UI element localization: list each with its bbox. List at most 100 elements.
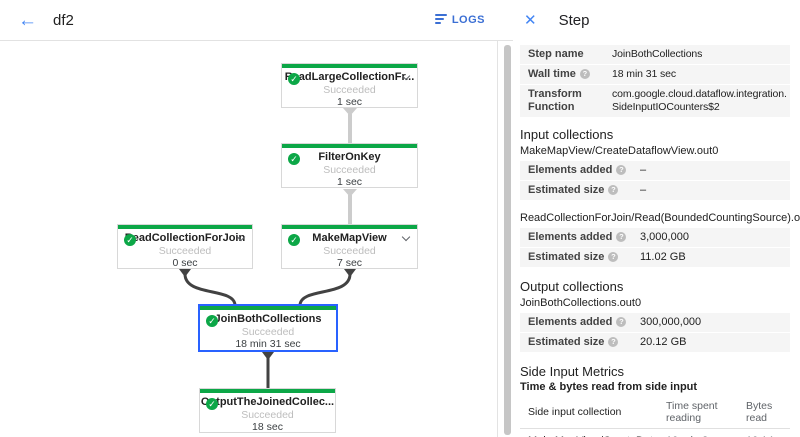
node-time: 1 sec bbox=[336, 96, 363, 108]
graph-node-filter-on-key[interactable]: ✓ FilterOnKey Succeeded 1 sec bbox=[281, 143, 418, 188]
success-check-icon: ✓ bbox=[288, 73, 300, 85]
property-row-transform-function: Transform Function com.google.cloud.data… bbox=[520, 85, 790, 117]
column-header-side-input-collection: Side input collection bbox=[520, 396, 658, 429]
metric-row-elements-added: Elements added? – bbox=[520, 161, 790, 180]
job-graph-canvas[interactable]: ✓ ReadLargeCollectionFr... Succeeded 1 s… bbox=[0, 41, 497, 437]
step-panel-header: ✕ Step bbox=[513, 0, 800, 40]
node-status: Succeeded bbox=[323, 164, 376, 176]
status-accent-bar bbox=[282, 225, 417, 229]
graph-node-make-map-view[interactable]: ✓ MakeMapView Succeeded 7 sec bbox=[281, 224, 418, 269]
output-port-triangle bbox=[262, 352, 274, 360]
help-icon[interactable]: ? bbox=[616, 165, 627, 175]
graph-panel-divider bbox=[497, 41, 498, 437]
help-icon[interactable]: ? bbox=[608, 185, 619, 195]
step-panel-body: Step name JoinBothCollections Wall time?… bbox=[513, 41, 800, 437]
metric-value: – bbox=[640, 164, 647, 176]
node-title: MakeMapView bbox=[312, 232, 387, 244]
metric-value: – bbox=[640, 184, 647, 196]
edge-readjoin-join bbox=[183, 272, 237, 307]
step-panel-title: Step bbox=[558, 11, 590, 29]
node-status: Succeeded bbox=[323, 84, 376, 96]
success-check-icon: ✓ bbox=[206, 398, 218, 410]
collection-name: MakeMapView/CreateDataflowView.out0 bbox=[520, 145, 719, 157]
graph-node-read-large-collection[interactable]: ✓ ReadLargeCollectionFr... Succeeded 1 s… bbox=[281, 63, 418, 108]
help-icon[interactable]: ? bbox=[616, 317, 627, 327]
node-title: FilterOnKey bbox=[318, 151, 381, 163]
property-value: 18 min 31 sec bbox=[612, 68, 677, 80]
close-icon[interactable]: ✕ bbox=[524, 12, 537, 29]
node-status: Succeeded bbox=[323, 245, 376, 257]
status-accent-bar bbox=[200, 389, 335, 393]
node-title: OutputTheJoinedCollec... bbox=[200, 396, 335, 408]
top-bar-left: ← df2 LOGS bbox=[0, 0, 497, 40]
node-status: Succeeded bbox=[158, 245, 212, 257]
job-title: df2 bbox=[53, 11, 74, 29]
output-port-triangle bbox=[343, 108, 357, 116]
side-input-metrics-table: Side input collection Time spent reading… bbox=[520, 396, 790, 437]
success-check-icon: ✓ bbox=[206, 315, 218, 327]
status-accent-bar bbox=[200, 306, 336, 310]
column-header-time-spent-reading: Time spent reading bbox=[658, 396, 738, 429]
step-details-panel: ✕ Step Step name JoinBothCollections Wal… bbox=[513, 0, 800, 437]
node-time: 7 sec bbox=[336, 257, 363, 269]
metric-row-elements-added: Elements added? 300,000,000 bbox=[520, 313, 790, 332]
metric-label: Estimated size? bbox=[528, 336, 640, 349]
help-icon[interactable]: ? bbox=[616, 232, 627, 242]
property-row-step-name: Step name JoinBothCollections bbox=[520, 45, 790, 64]
status-accent-bar bbox=[282, 64, 417, 68]
node-time: 18 min 31 sec bbox=[235, 338, 301, 350]
collection-name: JoinBothCollections.out0 bbox=[520, 297, 642, 309]
help-icon[interactable]: ? bbox=[608, 337, 619, 347]
metric-row-estimated-size: Estimated size? – bbox=[520, 181, 790, 200]
help-icon[interactable]: ? bbox=[608, 252, 619, 262]
property-value: JoinBothCollections bbox=[612, 48, 703, 60]
logs-button[interactable]: LOGS bbox=[434, 14, 485, 26]
status-accent-bar bbox=[118, 225, 252, 229]
side-input-metrics-heading: Side Input Metrics bbox=[520, 364, 625, 379]
metric-row-estimated-size: Estimated size? 11.02 GB bbox=[520, 248, 790, 267]
metric-row-estimated-size: Estimated size? 20.12 GB bbox=[520, 333, 790, 352]
help-icon[interactable]: ? bbox=[579, 69, 590, 79]
metric-value: 300,000,000 bbox=[640, 316, 702, 328]
graph-node-join-both-collections-selected[interactable]: ✓ JoinBothCollections Succeeded 18 min 3… bbox=[198, 304, 338, 352]
panel-scrollbar-thumb[interactable] bbox=[504, 45, 511, 435]
output-port-triangle bbox=[343, 189, 357, 197]
node-status: Succeeded bbox=[241, 326, 295, 338]
success-check-icon: ✓ bbox=[288, 153, 300, 165]
column-header-bytes-read: Bytes read bbox=[738, 396, 790, 429]
property-row-wall-time: Wall time? 18 min 31 sec bbox=[520, 65, 790, 84]
metric-value: 11.02 GB bbox=[640, 251, 686, 263]
cell-bytes-read: 10.14 GB bbox=[738, 428, 790, 437]
node-status: Succeeded bbox=[241, 409, 294, 421]
graph-node-output-the-joined-collection[interactable]: ✓ OutputTheJoinedCollec... Succeeded 18 … bbox=[199, 388, 336, 433]
node-time: 0 sec bbox=[172, 257, 198, 269]
metric-value: 20.12 GB bbox=[640, 336, 687, 348]
node-time: 1 sec bbox=[336, 176, 363, 188]
graph-node-read-collection-for-join[interactable]: ✓ ReadCollectionForJoin Succeeded 0 sec bbox=[117, 224, 253, 269]
cell-side-input-collection: MakeMapView/CreateDataflowView.out0 bbox=[520, 428, 658, 437]
property-value: com.google.cloud.dataflow.integration.Si… bbox=[612, 88, 787, 113]
metric-label: Elements added? bbox=[528, 164, 640, 177]
metric-label: Estimated size? bbox=[528, 251, 640, 264]
logs-list-icon bbox=[434, 14, 447, 26]
node-time: 18 sec bbox=[252, 421, 283, 433]
output-collections-heading: Output collections bbox=[520, 279, 624, 294]
metric-label: Elements added? bbox=[528, 316, 640, 329]
table-header-row: Side input collection Time spent reading… bbox=[520, 396, 790, 429]
property-label: Transform Function bbox=[528, 88, 582, 113]
side-input-metrics-subheading: Time & bytes read from side input bbox=[520, 381, 698, 393]
collection-name: ReadCollectionForJoin/Read(BoundedCounti… bbox=[520, 212, 800, 224]
property-label: Step name bbox=[528, 48, 584, 60]
metric-label: Estimated size? bbox=[528, 184, 640, 197]
status-accent-bar bbox=[282, 144, 417, 148]
graph-edges bbox=[179, 108, 357, 388]
success-check-icon: ✓ bbox=[288, 234, 300, 246]
metric-row-elements-added: Elements added? 3,000,000 bbox=[520, 228, 790, 247]
table-row: MakeMapView/CreateDataflowView.out0 10 m… bbox=[520, 428, 790, 437]
node-title: ReadLargeCollectionFr... bbox=[284, 71, 415, 83]
metric-label: Elements added? bbox=[528, 231, 640, 244]
edge-makemap-join bbox=[298, 272, 352, 307]
input-collections-heading: Input collections bbox=[520, 127, 614, 142]
back-arrow-icon[interactable]: ← bbox=[18, 9, 37, 31]
